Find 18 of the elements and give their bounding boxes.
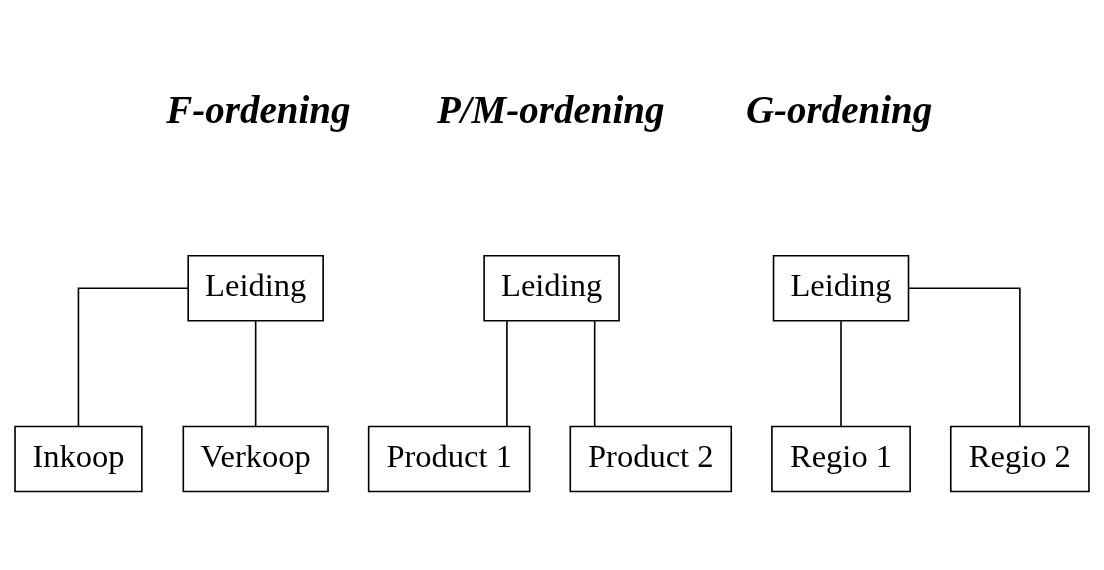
connector <box>506 320 508 427</box>
node-box: Product 1 <box>367 425 531 493</box>
connector <box>907 287 1021 427</box>
connector <box>593 320 596 427</box>
node-box: Leiding <box>187 254 324 322</box>
connector <box>254 320 257 427</box>
node-box: Regio 1 <box>771 425 911 493</box>
label: G-ordening <box>745 87 933 131</box>
node-box: Product 2 <box>569 425 733 493</box>
label: P/M-ordening <box>436 87 665 131</box>
node-box: Leiding <box>772 254 910 322</box>
node-box: Inkoop <box>14 425 143 493</box>
node-box: Regio 2 <box>949 425 1090 493</box>
connector <box>840 320 842 427</box>
label: F-ordening <box>166 87 351 131</box>
node-box: Leiding <box>483 254 620 322</box>
node-box: Verkoop <box>182 425 329 493</box>
connector <box>77 287 189 427</box>
